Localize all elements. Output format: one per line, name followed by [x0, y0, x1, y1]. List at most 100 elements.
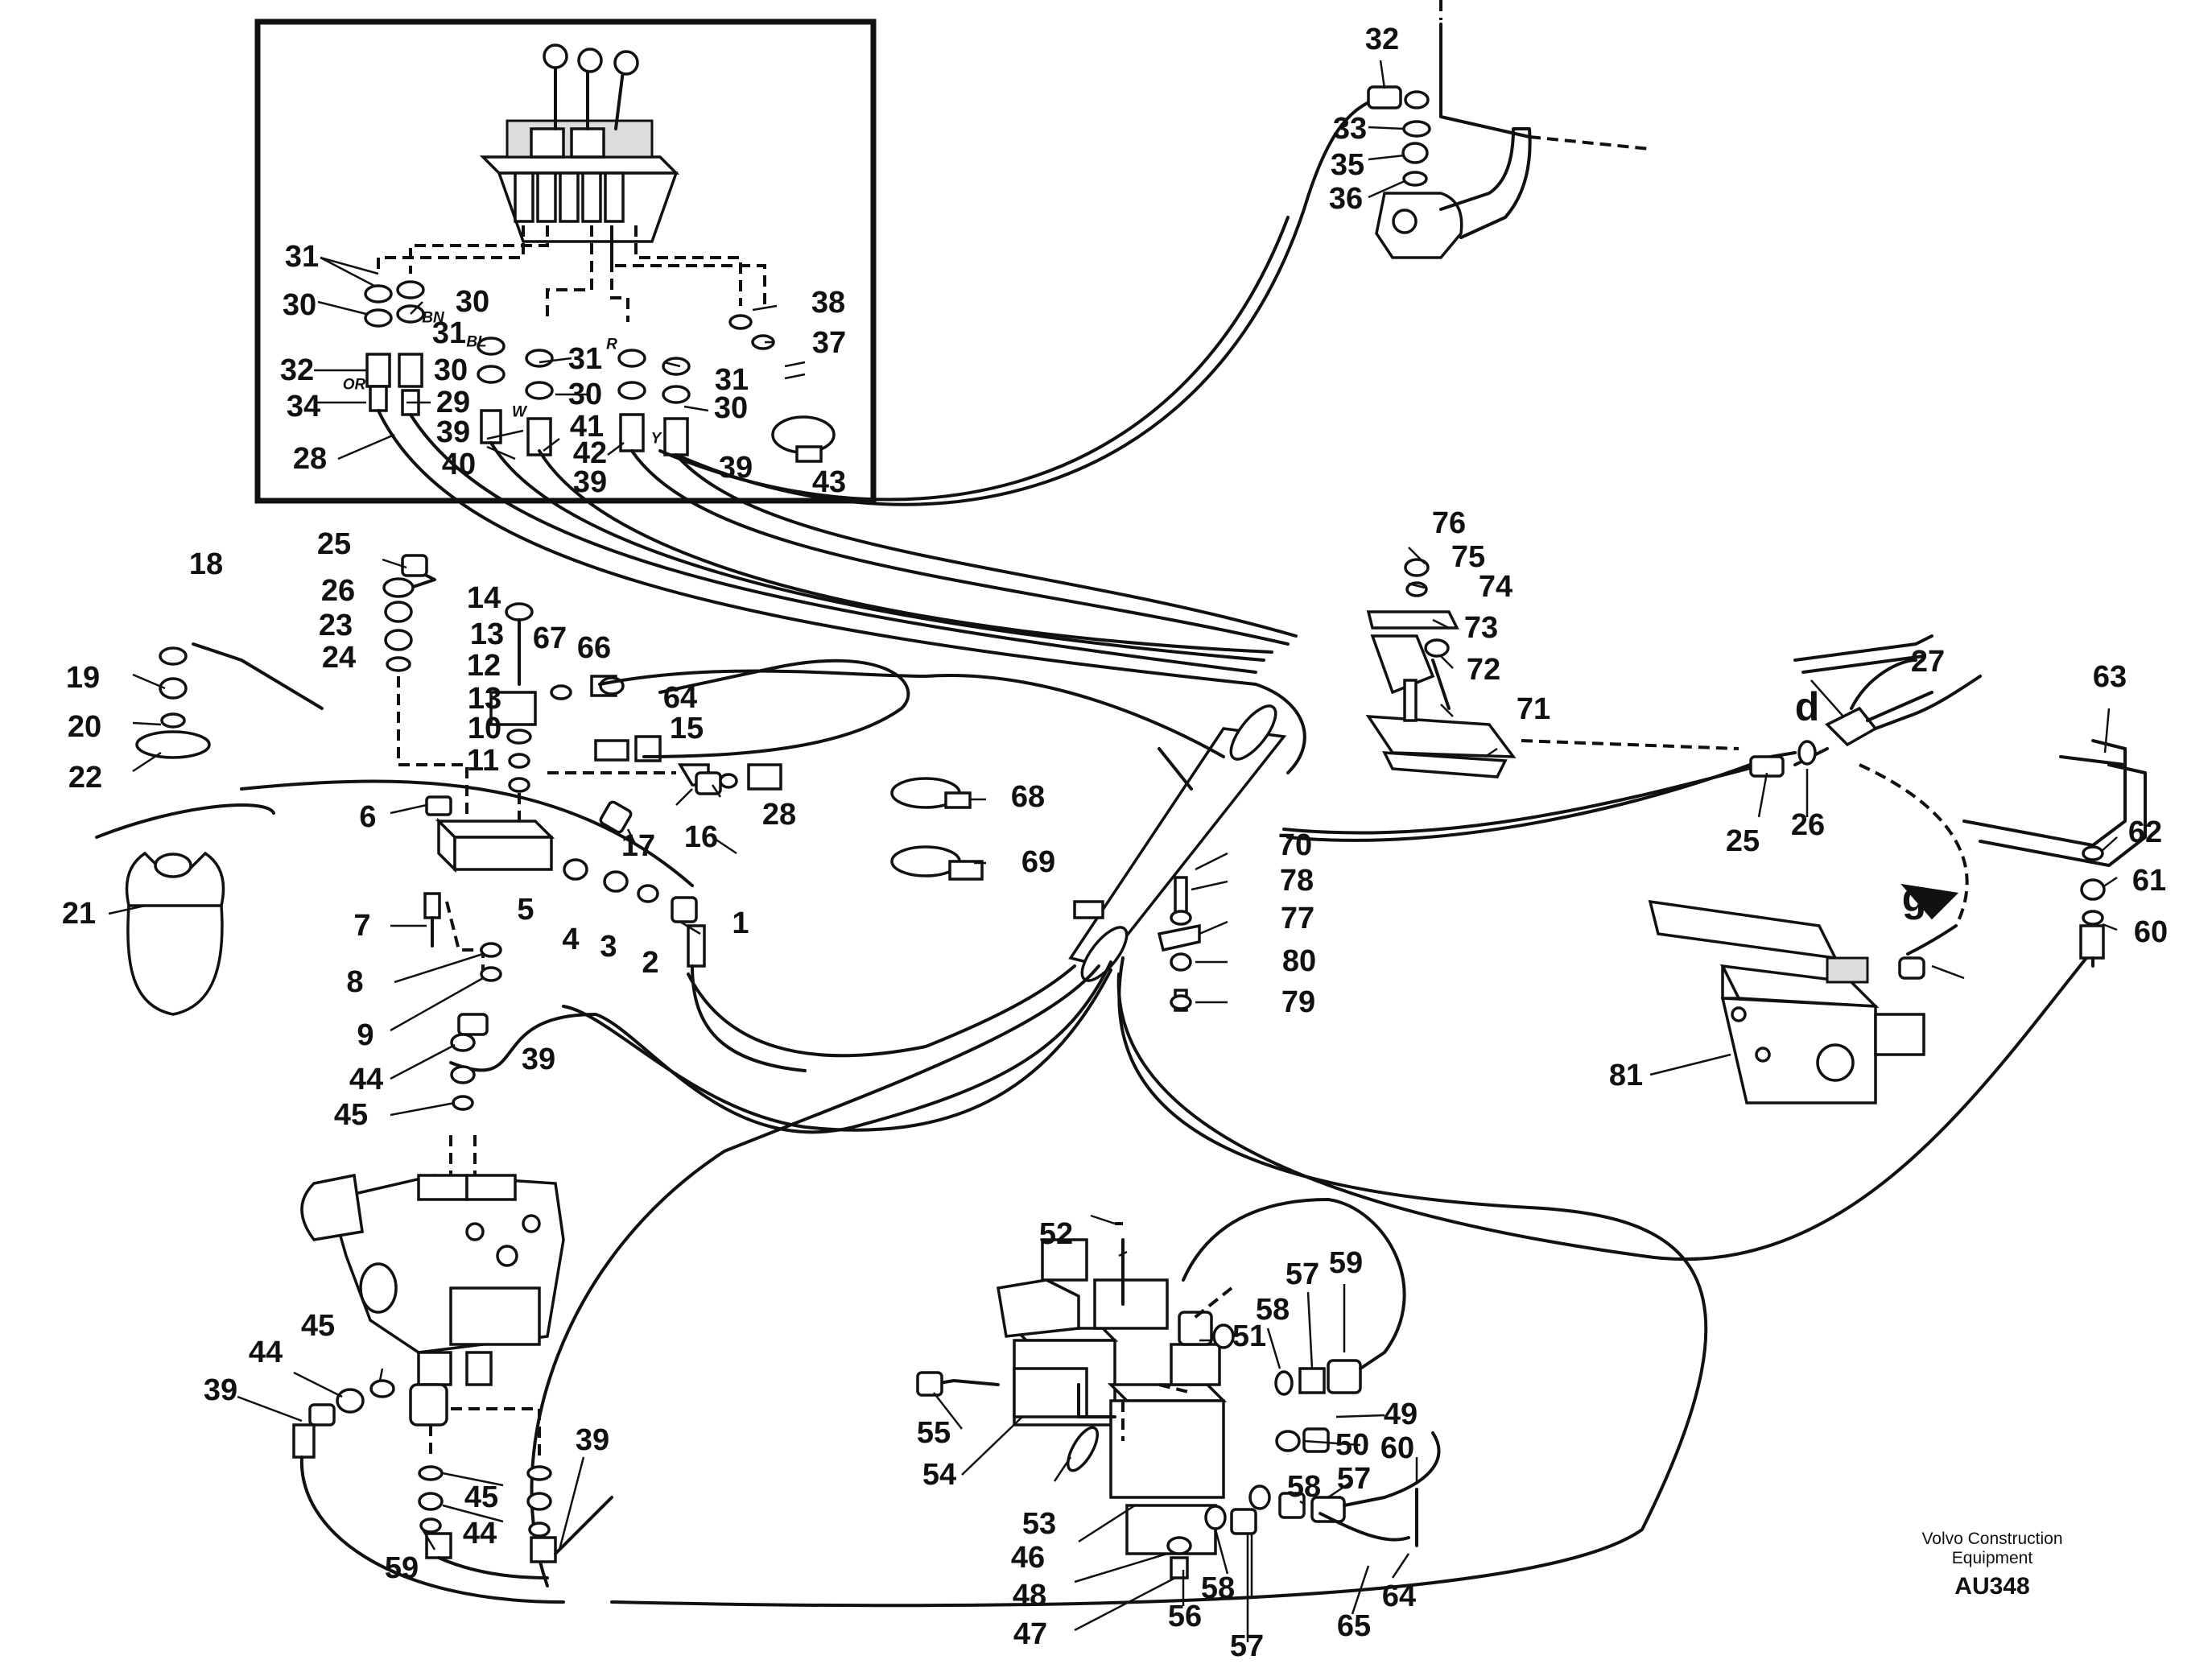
- callout-14: 14: [466, 581, 501, 615]
- callout-57b: 57: [1336, 1462, 1372, 1496]
- callout-64b: 64: [1381, 1579, 1417, 1613]
- callout-6: 6: [359, 800, 377, 834]
- callout-16: 16: [683, 820, 719, 854]
- callout-18: 18: [188, 547, 224, 581]
- credit-line-2: Equipment: [1951, 1549, 2033, 1567]
- callout-57a: 57: [1285, 1257, 1320, 1291]
- callout-31c: 31: [567, 342, 603, 376]
- callout-3: 3: [600, 930, 617, 964]
- callout-53: 53: [1021, 1507, 1057, 1541]
- callout-38: 38: [811, 286, 846, 320]
- callout-43: 43: [811, 465, 847, 499]
- callout-51: 51: [1232, 1319, 1267, 1353]
- callout-59a: 59: [1328, 1246, 1364, 1280]
- callout-48: 48: [1012, 1579, 1047, 1612]
- callout-65: 65: [1336, 1609, 1372, 1643]
- callout-76: 76: [1431, 506, 1467, 540]
- callout-39e: 39: [203, 1373, 238, 1407]
- hose-code-w: W: [512, 403, 526, 421]
- credit-line-1: Volvo Construction: [1921, 1530, 2063, 1548]
- callout-72: 72: [1466, 653, 1501, 687]
- right-hose-group: [1749, 634, 1982, 956]
- callout-56: 56: [1167, 1600, 1203, 1633]
- callout-39b: 39: [572, 465, 608, 499]
- callout-57c: 57: [1229, 1629, 1265, 1663]
- detail-inset-frame: [254, 19, 877, 504]
- callout-68: 68: [1010, 780, 1046, 814]
- callout-32b: 32: [1364, 23, 1400, 56]
- callout-30d: 30: [567, 378, 603, 411]
- callout-1: 1: [732, 906, 749, 940]
- callout-25b: 25: [1725, 824, 1760, 858]
- callout-27: 27: [1910, 645, 1946, 679]
- pedal-valve: [1648, 899, 1925, 1105]
- valve-block-group: [382, 554, 1225, 1072]
- callout-31b: 31: [431, 316, 467, 350]
- callout-78: 78: [1279, 864, 1314, 898]
- publisher-credit: Volvo Construction Equipment AU348: [1912, 1530, 2073, 1600]
- callout-75: 75: [1451, 540, 1486, 574]
- callout-8: 8: [346, 965, 364, 999]
- callout-44a: 44: [349, 1063, 384, 1096]
- top-right-fittings: [1367, 85, 1532, 259]
- callout-80: 80: [1281, 944, 1317, 978]
- callout-15: 15: [669, 712, 704, 745]
- callout-2: 2: [642, 946, 659, 980]
- hose-code-y: Y: [650, 430, 662, 448]
- callout-33: 33: [1332, 112, 1368, 146]
- callout-13b: 13: [467, 682, 502, 716]
- callout-77: 77: [1280, 902, 1315, 935]
- hose-code-bl: BL: [466, 333, 487, 351]
- callout-13a: 13: [469, 617, 505, 651]
- view-label-d: d: [1794, 684, 1820, 729]
- callout-30a: 30: [282, 288, 317, 322]
- callout-30c: 30: [433, 353, 468, 387]
- callout-20: 20: [67, 710, 102, 744]
- callout-24: 24: [321, 641, 357, 675]
- callout-41: 41: [569, 410, 605, 444]
- view-arrow-g: [1900, 883, 1959, 920]
- callout-35: 35: [1330, 148, 1365, 182]
- callout-31a: 31: [284, 240, 320, 274]
- callout-28b: 28: [761, 798, 797, 832]
- callout-45a: 45: [333, 1098, 369, 1132]
- callout-31d: 31: [714, 363, 749, 397]
- callout-69: 69: [1021, 845, 1056, 879]
- callout-52: 52: [1038, 1217, 1074, 1251]
- callout-12: 12: [466, 649, 501, 683]
- callout-58b: 58: [1286, 1470, 1322, 1504]
- sleeve-bracket: [1157, 876, 1201, 1012]
- callout-55: 55: [916, 1416, 951, 1450]
- callout-73: 73: [1463, 611, 1499, 645]
- callout-49: 49: [1383, 1398, 1418, 1431]
- callout-47: 47: [1013, 1617, 1048, 1651]
- callout-4: 4: [562, 923, 580, 956]
- callout-50: 50: [1335, 1428, 1370, 1462]
- callout-21: 21: [61, 897, 97, 931]
- callout-37: 37: [811, 326, 847, 360]
- main-control-valve: [300, 1135, 565, 1457]
- accumulator-group: [95, 642, 324, 1016]
- callout-67: 67: [532, 621, 567, 655]
- callout-61: 61: [2132, 864, 2167, 898]
- callout-79: 79: [1281, 985, 1316, 1019]
- callout-28a: 28: [292, 442, 328, 476]
- callout-64a: 64: [662, 681, 698, 715]
- callout-26b: 26: [1790, 808, 1826, 842]
- callout-30e: 30: [713, 391, 749, 425]
- callout-45b: 45: [300, 1309, 336, 1343]
- callout-36: 36: [1328, 182, 1364, 216]
- callout-9: 9: [357, 1018, 374, 1052]
- callout-58c: 58: [1200, 1571, 1236, 1605]
- bracket-group: [1158, 558, 1797, 842]
- drawing-code: AU348: [1954, 1573, 2030, 1600]
- callout-39f: 39: [575, 1423, 610, 1457]
- servo-lever-unit: [479, 43, 680, 243]
- callout-23: 23: [318, 609, 353, 642]
- callout-46: 46: [1010, 1541, 1046, 1575]
- callout-29: 29: [435, 386, 471, 419]
- callout-39c: 39: [718, 451, 753, 485]
- main-valve-fittings: [292, 1013, 613, 1604]
